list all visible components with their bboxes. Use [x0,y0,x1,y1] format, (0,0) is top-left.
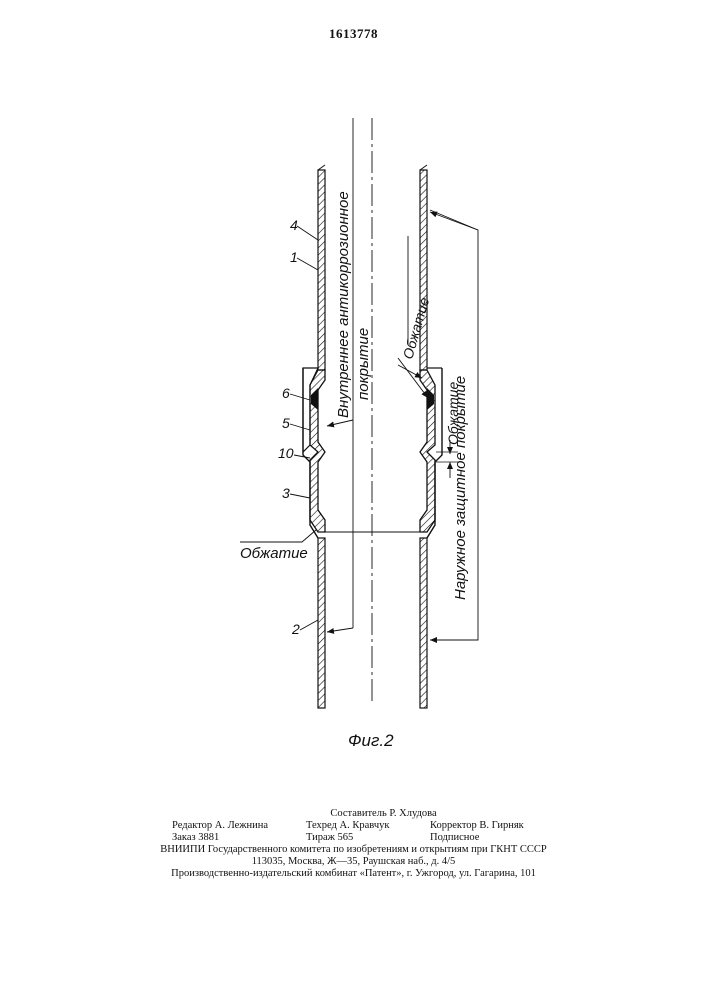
part-number-5: 5 [282,415,290,431]
part-number-10: 10 [278,445,294,461]
upper-pipe-left-wall [318,170,325,370]
imprint-order: Заказ 3881 [172,832,219,844]
lower-pipe-right-wall [420,538,427,708]
outer-coating-label: Наружное защитное покрытие [452,376,469,600]
part-number-2: 2 [291,621,300,637]
imprint-address: 113035, Москва, Ж—35, Раушская наб., д. … [0,856,707,868]
part-number-4: 4 [290,217,298,233]
imprint-corrector: Корректор В. Гирняк [430,820,524,832]
inner-coating-label-2: покрытие [355,328,372,400]
upper-pipe-right-wall [420,170,427,370]
lower-pipe-left-wall [318,538,325,708]
imprint-techred: Техред А. Кравчук [306,820,389,832]
imprint-subscription: Подписное [430,832,479,844]
crimp-label-lower: Обжатие [240,545,308,562]
imprint-editor: Редактор А. Лежнина [172,820,268,832]
part-number-3: 3 [282,485,290,501]
imprint-plant: Производственно-издательский комбинат «П… [0,868,707,880]
imprint-vniipi: ВНИИПИ Государственного комитета по изоб… [0,844,707,856]
figure-caption: Фиг.2 [348,731,394,750]
imprint-circulation: Тираж 565 [306,832,353,844]
figure-2-drawing: Внутреннее антикоррозионное покрытие Обж… [0,0,707,800]
imprint-block: Составитель Р. Хлудова Редактор А. Лежни… [0,808,707,880]
imprint-compiler: Составитель Р. Хлудова [0,808,707,820]
inner-coating-label: Внутреннее антикоррозионное [335,191,352,418]
part-number-1: 1 [290,249,298,265]
part-number-6: 6 [282,385,290,401]
